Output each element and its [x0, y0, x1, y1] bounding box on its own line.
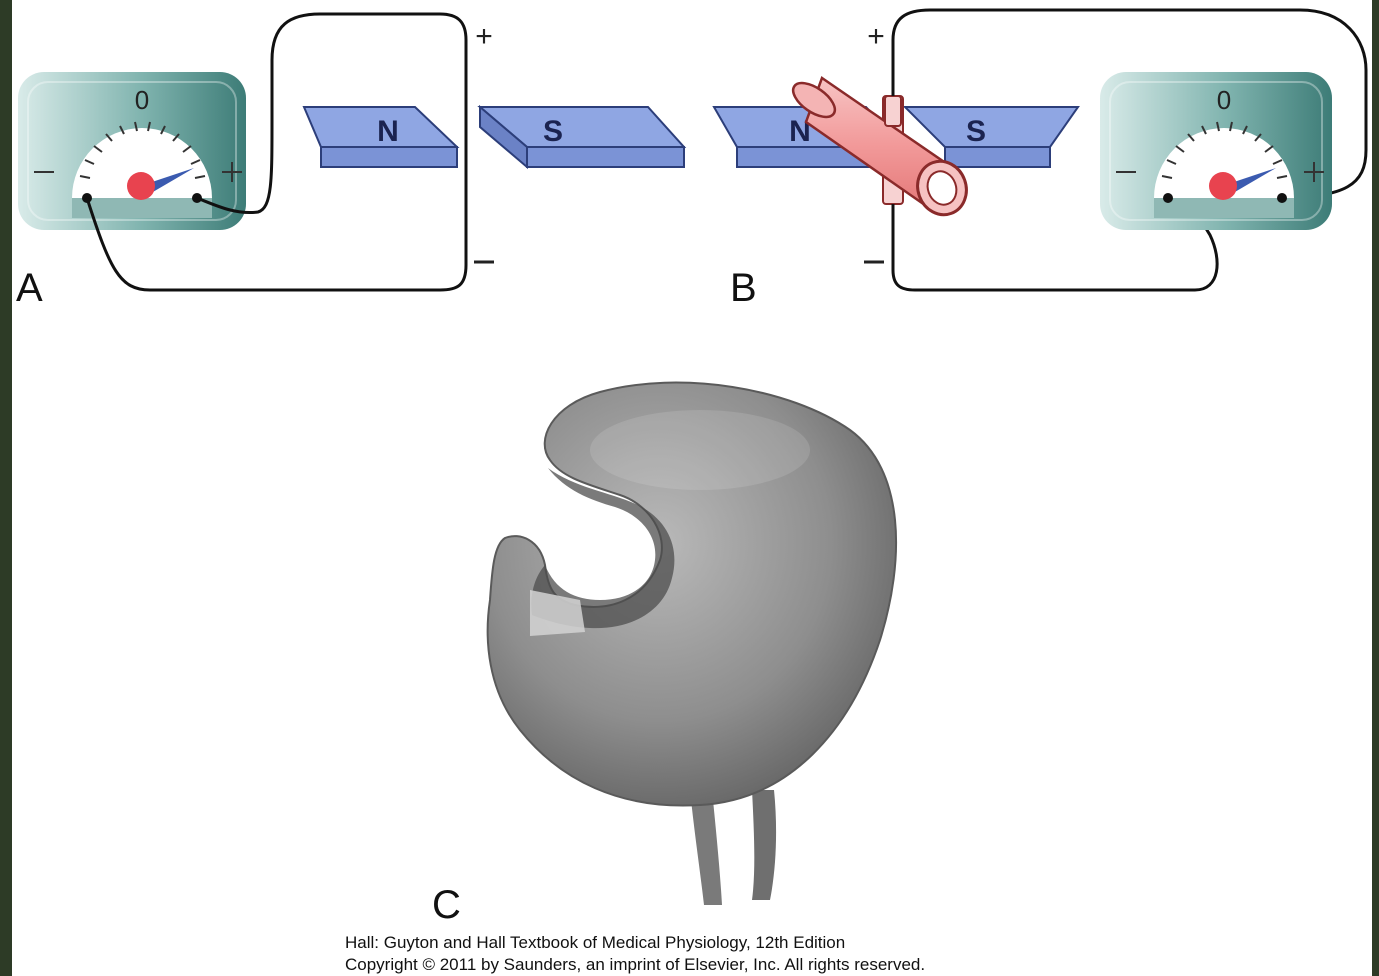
- galvanometer-icon: 0: [18, 72, 246, 230]
- meter-zero-label: 0: [135, 85, 149, 115]
- magnet-north-label: N: [377, 115, 399, 148]
- panel-a-label: A: [16, 268, 43, 308]
- meter-terminal-minus: [1163, 193, 1173, 203]
- magnet-south: S: [480, 107, 684, 167]
- meter-zero-label: 0: [1217, 85, 1231, 115]
- magnet-south-label: S: [966, 115, 986, 148]
- panel-b: N S +: [714, 10, 1366, 290]
- panel-c-label: C: [432, 885, 461, 925]
- meter-needle-pivot: [1209, 172, 1237, 200]
- electrode-plus-sign: +: [475, 20, 493, 53]
- panel-b-label: B: [730, 268, 757, 308]
- meter-needle-pivot: [127, 172, 155, 200]
- meter-terminal-plus: [1277, 193, 1287, 203]
- magnet-south-label: S: [543, 115, 563, 148]
- flowmeter-probe-photo: [488, 383, 896, 905]
- credit-line-2: Copyright © 2011 by Saunders, an imprint…: [345, 956, 1065, 973]
- galvanometer-icon: 0: [1100, 72, 1332, 230]
- magnet-north: N: [304, 107, 457, 167]
- electrode-plus-sign: +: [867, 20, 885, 53]
- credit-line-1: Hall: Guyton and Hall Textbook of Medica…: [345, 934, 1065, 951]
- panel-a: 0 + N S: [18, 14, 684, 290]
